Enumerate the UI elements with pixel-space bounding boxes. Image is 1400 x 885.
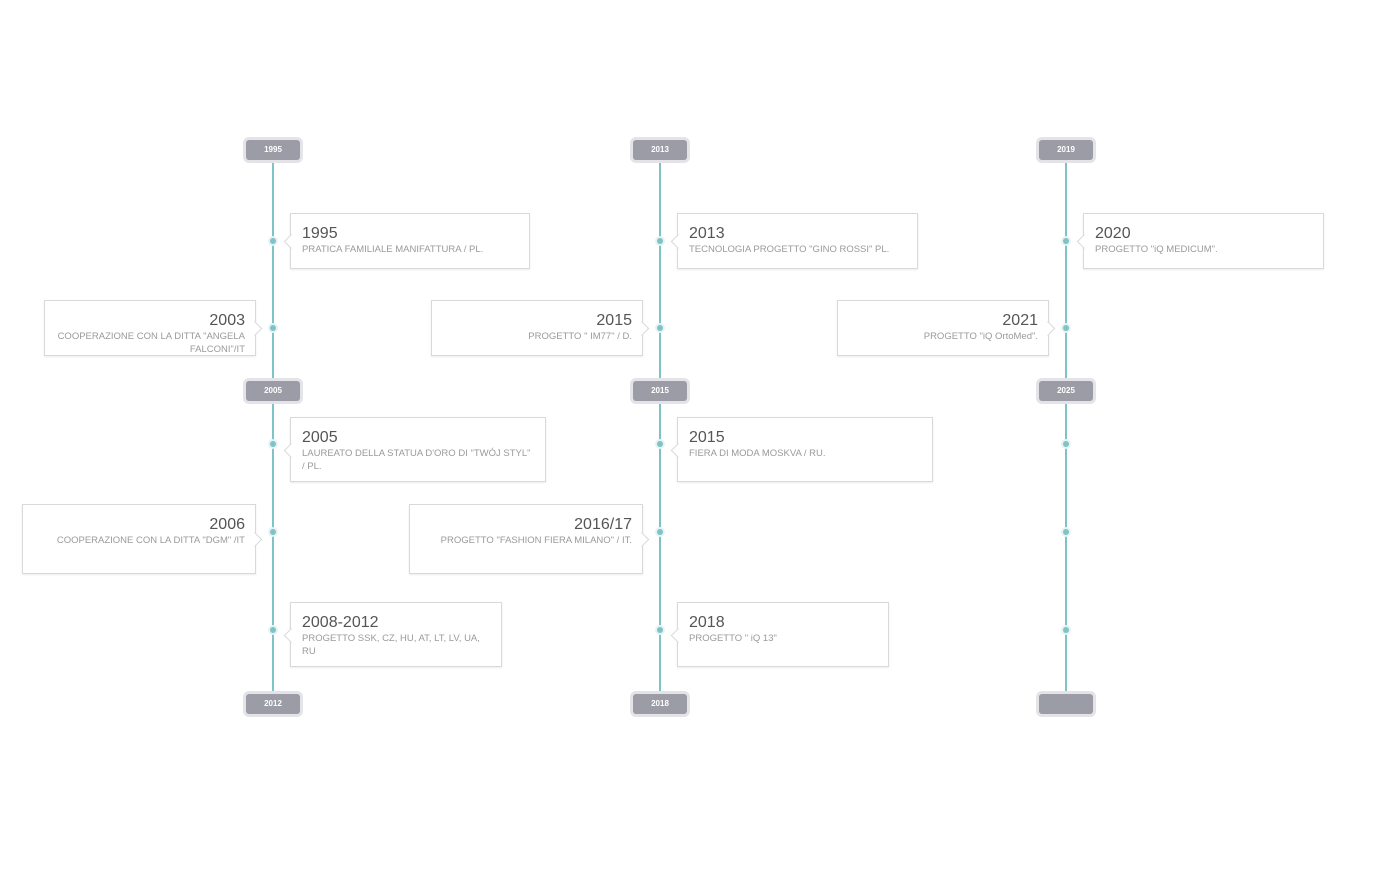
timeline-dot [657,441,663,447]
timeline-dot [270,627,276,633]
event-description: COOPERAZIONE CON LA DITTA "DGM" /IT [56,535,245,546]
event-year: 2008-2012 [302,614,379,631]
event-description: COOPERAZIONE CON LA DITTA "ANGELA FALCON… [57,331,245,355]
event-description: TECNOLOGIA PROGETTO "GINO ROSSI" PL. [689,244,890,255]
timeline-dot [270,529,276,535]
year-marker: 2018 [633,694,687,714]
event-description: LAUREATO DELLA STATUA D'ORO DI "TWÓJ STY… [302,448,531,472]
event-year: 2013 [689,225,725,242]
card-pointer [633,531,650,548]
timeline-dot [657,627,663,633]
year-marker: 1995 [246,140,300,160]
card-pointer [283,442,300,458]
event-year: 2015 [689,429,725,446]
card-pointer [670,233,687,250]
year-marker: 2013 [633,140,687,160]
year-marker: 2005 [246,381,300,401]
year-marker: 2012 [246,694,300,714]
event-description: FIERA DI MODA MOSKVA / RU. [689,448,826,459]
card-pointer [670,627,687,643]
event-year: 2005 [302,429,338,446]
timeline-dot [657,238,663,244]
timeline-line [1065,160,1067,694]
event-year: 2021 [1002,312,1038,329]
event-year: 2020 [1095,225,1131,242]
timeline-dot [657,529,663,535]
card-pointer [670,442,687,458]
event-description: PROGETTO " iQ 13" [689,633,777,644]
event-year: 2015 [596,312,632,329]
timeline-line [659,160,661,694]
year-marker: 2019 [1039,140,1093,160]
timeline-dot [1063,325,1069,331]
timeline-dot [270,238,276,244]
card-pointer [246,320,263,337]
event-description: PROGETTO "iQ OrtoMed". [923,331,1038,342]
event-year: 2006 [209,516,245,533]
year-marker [1039,694,1093,714]
event-description: PROGETTO "FASHION FIERA MILANO" / IT. [440,535,632,546]
timeline-dot [270,325,276,331]
event-description: PROGETTO "iQ MEDICUM". [1095,244,1218,255]
event-description: PROGETTO SSK, CZ, HU, AT, LT, LV, UA, RU [302,633,480,657]
event-year: 2018 [689,614,725,631]
event-year: 2003 [209,312,245,329]
card-pointer [283,233,300,250]
timeline-dot [657,325,663,331]
event-year: 1995 [302,225,338,242]
event-year: 2016/17 [574,516,632,533]
event-description: PRATICA FAMILIALE MANIFATTURA / PL. [302,244,484,255]
timeline-line [272,160,274,694]
year-marker: 2025 [1039,381,1093,401]
card-pointer [246,531,263,548]
timeline-dot [1063,627,1069,633]
timeline-dot [1063,441,1069,447]
year-marker: 2015 [633,381,687,401]
event-description: PROGETTO " IM77" / D. [528,331,632,342]
timeline-dot [270,441,276,447]
timeline-dot [1063,529,1069,535]
card-pointer [1076,233,1093,250]
card-pointer [633,320,650,337]
timeline-dot [1063,238,1069,244]
card-pointer [1039,320,1056,337]
card-pointer [283,627,300,643]
